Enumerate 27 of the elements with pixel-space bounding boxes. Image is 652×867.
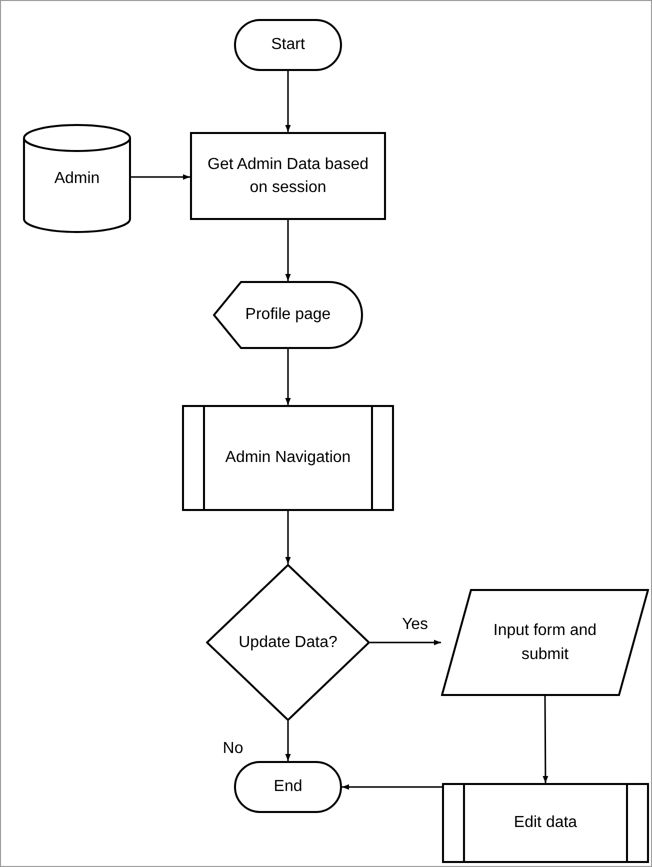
node-label: Admin bbox=[54, 168, 100, 189]
predefined-process-box bbox=[442, 783, 649, 863]
arrow bbox=[285, 220, 291, 281]
arrow bbox=[342, 784, 442, 790]
decision-diamond bbox=[206, 564, 370, 721]
process-box bbox=[190, 132, 386, 220]
input-parallelogram bbox=[441, 589, 649, 696]
node-label: Admin Navigation bbox=[225, 448, 351, 468]
arrow bbox=[131, 174, 190, 180]
node-label: Input form and submit bbox=[492, 621, 598, 664]
terminal-pill bbox=[234, 19, 342, 71]
node-label: Edit data bbox=[514, 813, 578, 834]
predefined-process-box bbox=[182, 405, 394, 511]
node-label: Start bbox=[271, 35, 305, 56]
node-label: Update Data? bbox=[238, 632, 338, 653]
arrow bbox=[285, 71, 291, 132]
node-label: End bbox=[274, 777, 302, 798]
node-label: Get Admin Data based on session bbox=[206, 154, 370, 198]
database-cylinder bbox=[23, 124, 131, 233]
arrow bbox=[285, 349, 291, 405]
display-shape bbox=[213, 281, 363, 349]
node-label: Profile page bbox=[245, 305, 331, 326]
arrow bbox=[285, 721, 291, 761]
arrow bbox=[285, 511, 291, 564]
terminal-pill bbox=[234, 761, 342, 813]
arrow bbox=[542, 696, 548, 783]
arrow bbox=[370, 640, 441, 646]
